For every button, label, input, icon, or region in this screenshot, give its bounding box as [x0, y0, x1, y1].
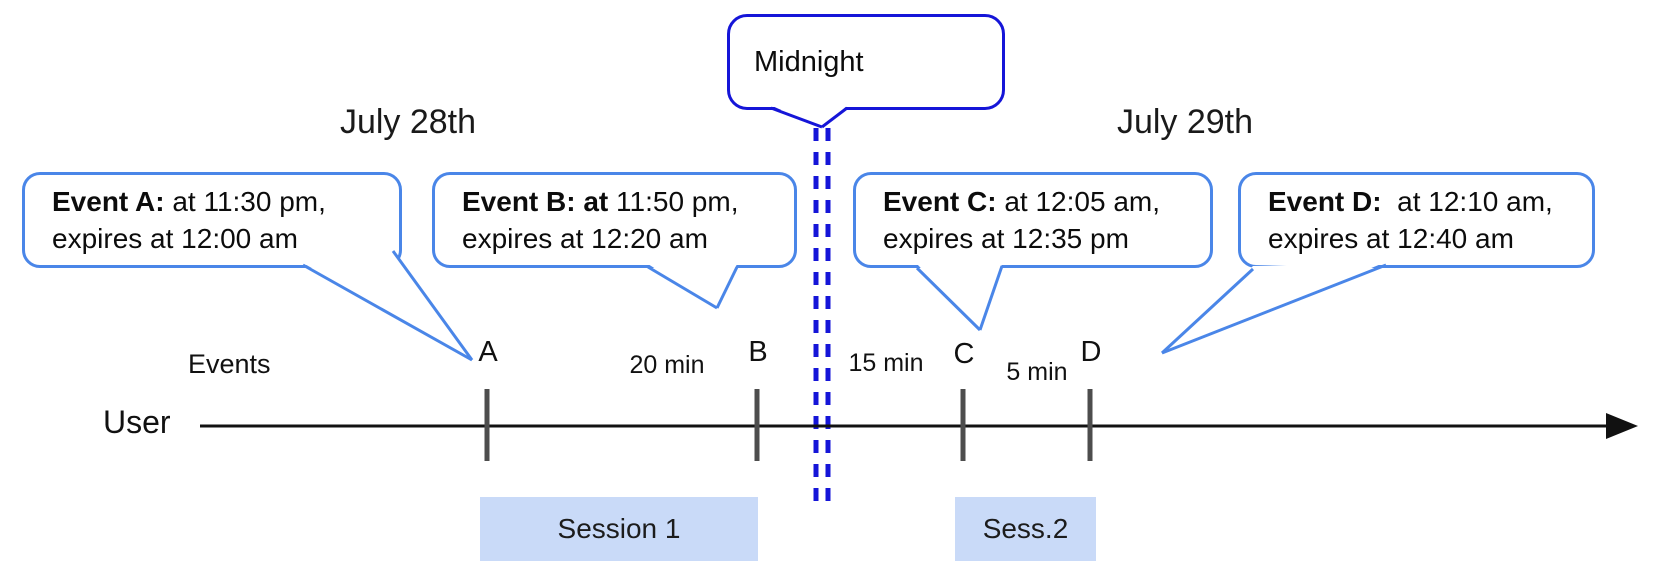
event-a-line1: Event A: at 11:30 pm, — [52, 183, 399, 220]
event-a-tail-edge — [302, 263, 473, 362]
event-b-line1: Event B: at 11:50 pm, — [462, 183, 794, 220]
event-b-line2: expires at 12:20 am — [462, 223, 708, 254]
event-c-line1: Event C: at 12:05 am, — [883, 183, 1210, 220]
gap-label-5min: 5 min — [1006, 358, 1068, 386]
event-a-callout: Event A: at 11:30 pm, expires at 12:00 a… — [22, 172, 402, 268]
events-axis-label: Events — [188, 349, 271, 379]
tick-label-b: B — [748, 336, 768, 368]
event-c-time: at 12:05 am, — [996, 186, 1161, 217]
event-b-title: Event B: at — [462, 186, 609, 217]
date-label-july-29: July 29th — [1116, 103, 1254, 141]
event-b-tail-mask — [648, 264, 737, 308]
midnight-callout-tail-edge — [821, 106, 848, 129]
session-2-label: Sess.2 — [982, 513, 1069, 544]
event-a-line2: expires at 12:00 am — [52, 223, 298, 254]
event-b-tail-edge — [647, 265, 718, 310]
gap-label-20min: 20 min — [629, 351, 705, 379]
tick-label-a: A — [478, 336, 498, 368]
session-2-box: Sess.2 — [955, 497, 1096, 561]
tick-label-c: C — [953, 338, 975, 370]
event-d-callout: Event D: at 12:10 am, expires at 12:40 a… — [1238, 172, 1595, 268]
event-b-time: 11:50 pm, — [608, 186, 739, 217]
event-d-tail-edge — [1161, 263, 1387, 355]
tick-label-d: D — [1080, 336, 1102, 368]
midnight-callout-tail-edge — [770, 106, 823, 129]
user-axis-label: User — [103, 404, 171, 440]
event-c-tail-edge — [978, 265, 1004, 331]
event-a-title: Event A: — [52, 186, 165, 217]
midnight-callout: Midnight — [727, 14, 1005, 110]
session-1-label: Session 1 — [557, 513, 681, 544]
timeline-arrowhead-icon — [1606, 413, 1638, 439]
event-b-callout: Event B: at 11:50 pm, expires at 12:20 a… — [432, 172, 797, 268]
event-c-title: Event C: — [883, 186, 997, 217]
midnight-callout-label: Midnight — [754, 45, 864, 78]
event-d-tail-edge — [1160, 267, 1255, 355]
event-c-tail-mask — [917, 264, 1002, 330]
date-label-july-28: July 28th — [339, 103, 477, 141]
event-d-time: at 12:10 am, — [1381, 186, 1553, 217]
gap-label-15min: 15 min — [848, 349, 924, 377]
event-c-tail-edge — [915, 266, 982, 332]
event-c-callout: Event C: at 12:05 am, expires at 12:35 p… — [853, 172, 1213, 268]
event-b-tail-edge — [715, 266, 739, 309]
session-1-box: Session 1 — [480, 497, 758, 561]
event-d-line1: Event D: at 12:10 am, — [1268, 183, 1592, 220]
event-d-title: Event D: — [1268, 186, 1382, 217]
event-c-line2: expires at 12:35 pm — [883, 223, 1129, 254]
event-a-time: at 11:30 pm, — [164, 186, 326, 217]
event-d-line2: expires at 12:40 am — [1268, 223, 1514, 254]
event-d-tail-mask — [1162, 262, 1386, 353]
